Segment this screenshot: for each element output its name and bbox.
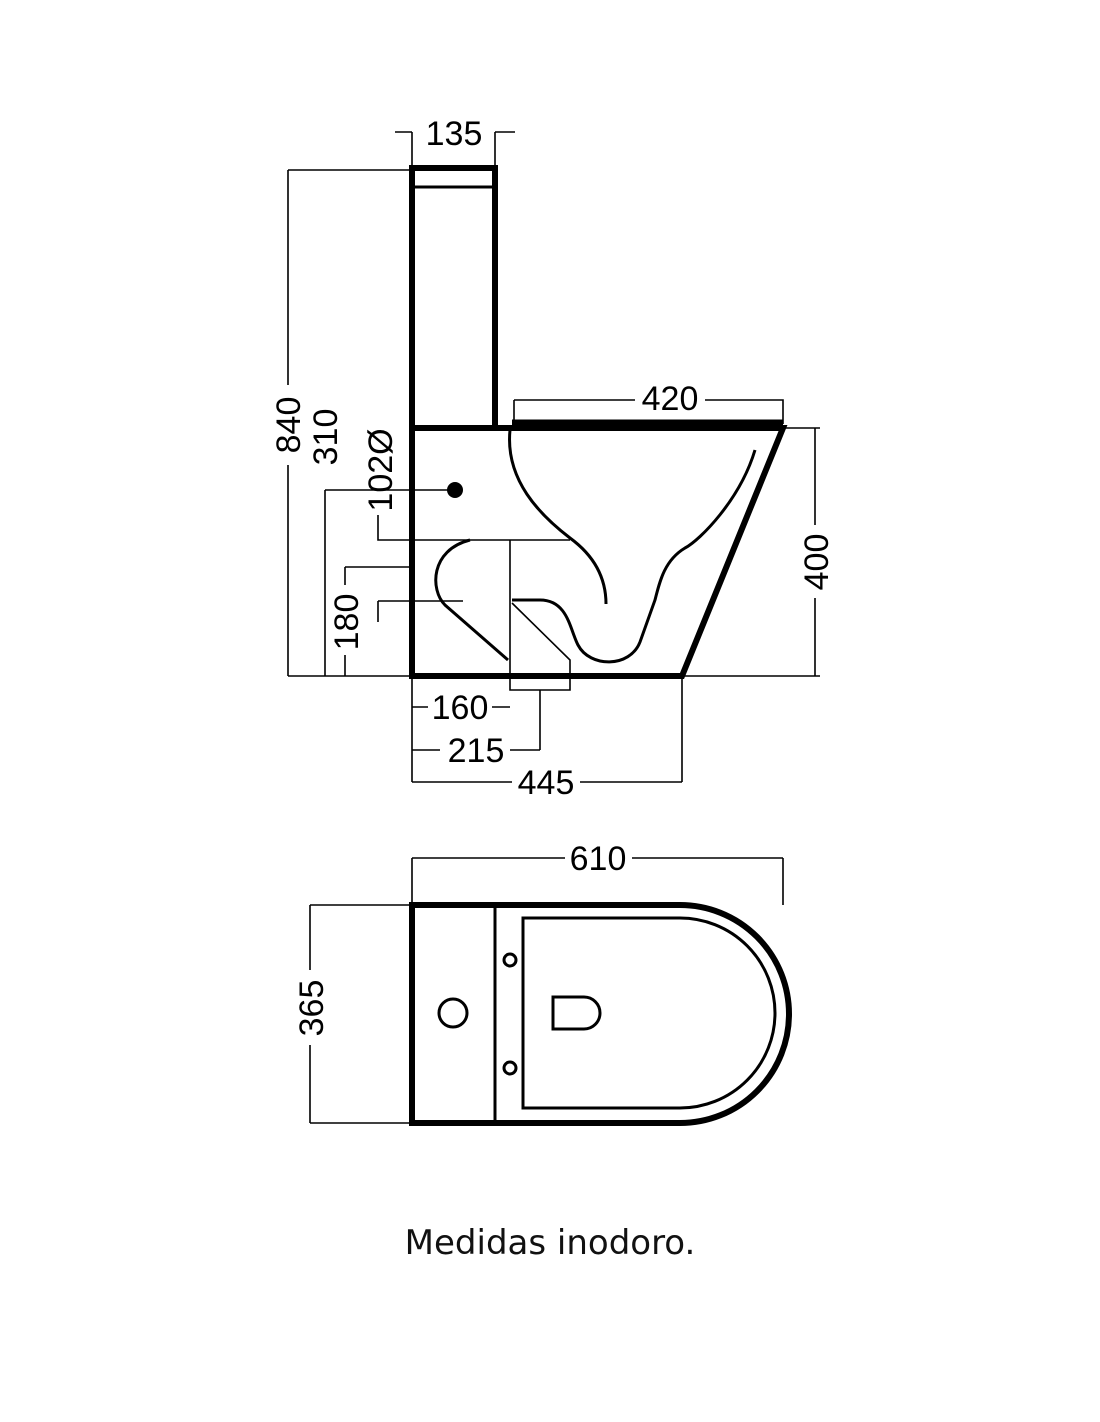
dim-400-lines	[682, 427, 820, 677]
outlet-lines	[509, 540, 571, 691]
dim-width: 365	[293, 980, 331, 1037]
dim-outlet-distance-160: 160	[432, 689, 489, 727]
dim-total-height: 840	[270, 397, 308, 454]
side-view: 135 840 310 102Ø 180 420 400 160 215 445	[270, 115, 836, 802]
drain-outline	[551, 995, 602, 1031]
dim-365-lines	[309, 904, 412, 1124]
dim-inlet-diameter: 102Ø	[362, 428, 400, 511]
seat-outline	[521, 916, 777, 1110]
dim-inlet-height: 310	[307, 409, 345, 466]
trap-curve	[434, 538, 509, 662]
dim-tank-width: 135	[426, 115, 483, 153]
bowl-inner-curve	[508, 429, 608, 605]
dim-bowl-height: 400	[798, 534, 836, 591]
dim-outlet-height: 180	[328, 594, 366, 651]
caption: Medidas inodoro.	[405, 1223, 696, 1263]
top-outline	[409, 902, 792, 1126]
dim-bottom-lines	[411, 676, 683, 783]
hinge-hole-bottom	[502, 1060, 518, 1076]
dim-total-length: 610	[570, 840, 627, 878]
dim-420-lines	[513, 399, 784, 424]
dim-310-lines	[324, 489, 455, 676]
trapway-curve	[512, 449, 757, 664]
dim-135-lines	[395, 131, 515, 168]
dim-610-lines	[411, 857, 784, 905]
flush-button	[437, 997, 469, 1029]
hinge-hole-top	[502, 952, 518, 968]
cistern-outline	[409, 165, 498, 431]
dim-outlet-distance-215: 215	[448, 732, 505, 770]
dim-base-depth: 445	[518, 764, 575, 802]
top-view: 610 365	[293, 840, 792, 1126]
dim-seat-length: 420	[642, 380, 699, 418]
dim-102-lines	[377, 515, 570, 541]
bowl-outline	[409, 425, 788, 679]
